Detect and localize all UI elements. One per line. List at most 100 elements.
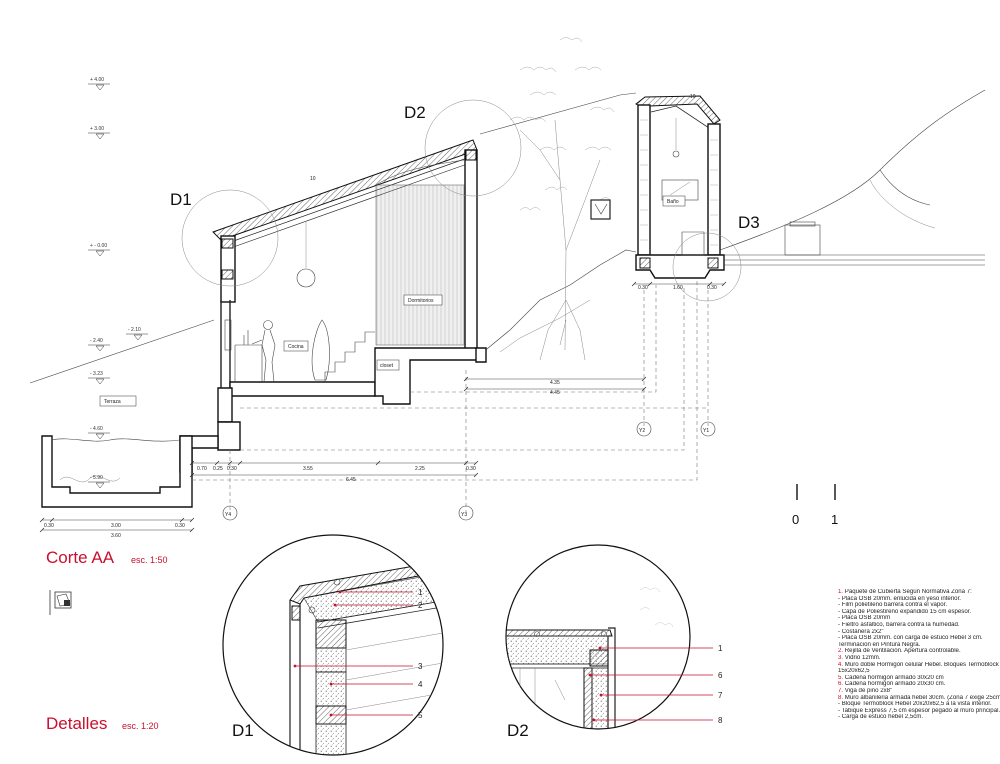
- scale-label-0: 0: [792, 512, 799, 527]
- room-dormitorios: Dormitorios: [408, 298, 434, 304]
- d1-callout-1: 1: [418, 588, 423, 597]
- d2-callout-1: 1: [718, 644, 723, 653]
- room-labels: Terraza Cocina Dormitorios Baño closet: [99, 195, 686, 407]
- note-number: 8.: [838, 694, 845, 701]
- note-line: - Bloque Termoblock Hebel 20x20x62,5 a l…: [838, 701, 992, 708]
- bath-house-section: [590, 95, 985, 279]
- note-line: - Film polietileno barrera contra el vap…: [838, 602, 948, 609]
- dim-bottom-1: 0.70: [197, 466, 207, 472]
- note-number: 2.: [838, 648, 845, 655]
- construction-notes: 1. Paquete de Cubierta Según Normativa Z…: [838, 589, 1000, 721]
- note-line: 6. Cadena hormigón armado 20x30 cm.: [838, 681, 946, 688]
- scale-bar: 0 1: [792, 484, 838, 527]
- level-markers: + 4.00 + 3.00 + - 0.00 - 2.10 - 2.40 - 3…: [88, 77, 148, 489]
- note-line: 2. Rejilla de Ventilación. Apertura cont…: [838, 648, 961, 655]
- dim-bath-3: 0.30: [707, 285, 717, 291]
- note-line: 5. Cadena hormigón armado 30x20 cm: [838, 674, 944, 681]
- d1-callout-4: 4: [418, 680, 423, 689]
- pool-section: [41, 435, 193, 508]
- level-m323: - 3.23: [90, 371, 103, 377]
- note-line: 8. Muro albañileria armada hebel 30cm. (…: [838, 694, 1000, 701]
- detail-d2-label: D2: [507, 721, 529, 740]
- detail-circles: [181, 99, 742, 302]
- raised-floor: [374, 347, 478, 405]
- dim-pool-total: 3.60: [111, 533, 121, 539]
- dim-bottom-5: 2.25: [415, 466, 425, 472]
- axis-y3: Y3: [461, 512, 467, 518]
- tree-drawing: [509, 37, 615, 361]
- d1-callout-3: 3: [418, 662, 423, 671]
- detail-d1-label: D1: [232, 721, 254, 740]
- note-line: - Costanera 2x2": [838, 628, 884, 635]
- note-line: - Placa OSB 20mm: [838, 615, 891, 622]
- note-number: 1.: [838, 589, 845, 595]
- level-0: + - 0.00: [90, 243, 107, 249]
- dim-bottom-2: 0.25: [213, 466, 223, 472]
- axis-lines: [192, 280, 716, 521]
- level-3: + 3.00: [90, 126, 104, 132]
- detail-d1: 1 2 3 4 5 D1: [222, 534, 444, 756]
- axis-y4: Y4: [225, 512, 231, 518]
- axis-y1: Y1: [703, 428, 709, 434]
- room-cocina: Cocina: [288, 344, 304, 350]
- note-line: 15x20x62,5: [838, 668, 870, 675]
- level-m240: - 2.40: [90, 338, 103, 344]
- dim-bath-1: 0.30: [638, 285, 648, 291]
- note-line: 7. Viga de pino 2x8": [838, 687, 893, 694]
- detail-marker-d1: D1: [170, 190, 192, 209]
- pendant-lamp-icon: [296, 268, 316, 288]
- detail-d2: 1 6 7 8 D2: [505, 544, 723, 740]
- note-number: 4.: [838, 661, 845, 668]
- note-number: 3.: [838, 654, 845, 661]
- note-number: 6.: [838, 681, 845, 688]
- detail-marker-d2: D2: [404, 103, 426, 122]
- note-number: 7.: [838, 687, 845, 694]
- dim-bottom-4: 3.55: [303, 466, 313, 472]
- dim-bottom-total: 6.45: [346, 477, 356, 483]
- surfboard-icon: [311, 319, 330, 381]
- d1-callout-2: 2: [418, 601, 423, 610]
- d2-callout-6: 6: [718, 671, 723, 680]
- note-line: 1. Paquete de Cubierta Según Normativa Z…: [838, 589, 972, 595]
- room-closet: closet: [380, 363, 394, 369]
- level-m590: - 5.90: [90, 475, 103, 481]
- dim-pool-1: 0.30: [44, 523, 54, 529]
- neighbor-tank: [784, 224, 821, 256]
- note-line: 3. Vidrio 12mm.: [838, 654, 881, 661]
- person-figure-icon: [251, 320, 276, 383]
- note-line: - Capa de Poliestireno expandido 15 cm e…: [838, 608, 972, 615]
- detail-marker-d3: D3: [738, 213, 760, 232]
- roof-dim-2: 10: [690, 94, 696, 100]
- note-line: 4. Muro doble Hormigón celular Hebel. Bl…: [838, 661, 999, 668]
- dim-right-1: 4.35: [550, 380, 560, 386]
- dim-bottom-6: 0.30: [466, 466, 476, 472]
- room-terraza: Terraza: [104, 399, 121, 405]
- level-m210: - 2.10: [128, 327, 141, 333]
- d2-callout-7: 7: [718, 691, 723, 700]
- axis-y2: Y2: [639, 428, 645, 434]
- title-detalles-scale: esc. 1:20: [122, 721, 159, 731]
- note-line: - Placa OSB 20mm. con carga de estuco He…: [838, 635, 983, 642]
- dim-pool-3: 0.30: [175, 523, 185, 529]
- room-bano: Baño: [667, 199, 679, 205]
- note-number: 5.: [838, 674, 845, 681]
- title-corte: Corte AA: [46, 548, 115, 567]
- note-line: Terminación en Pintura Negra.: [838, 641, 921, 648]
- note-line: - Fieltro asfáltico, barrera contra la h…: [838, 621, 960, 628]
- d2-callout-8: 8: [718, 716, 723, 725]
- note-line: - Carga de estuco hebel 2,5cm.: [838, 714, 924, 721]
- dim-bath-2: 1.60: [673, 285, 683, 291]
- bedroom-curtain: [375, 184, 465, 346]
- bath-window: [590, 199, 611, 220]
- roof-dim-1: 10: [310, 176, 316, 182]
- key-plan-icon: [49, 590, 72, 615]
- terrain: [29, 89, 986, 384]
- dimension-lines: [39, 281, 727, 533]
- floor-slab: [229, 381, 376, 397]
- tree-foliage: [509, 37, 615, 211]
- dimension-texts: 0.70 0.25 0.30 3.55 2.25 0.30 6.45 0.30 …: [44, 94, 717, 539]
- level-m460: - 4.60: [90, 426, 103, 432]
- title-detalles: Detalles: [46, 714, 107, 733]
- dim-bottom-3: 0.30: [227, 466, 237, 472]
